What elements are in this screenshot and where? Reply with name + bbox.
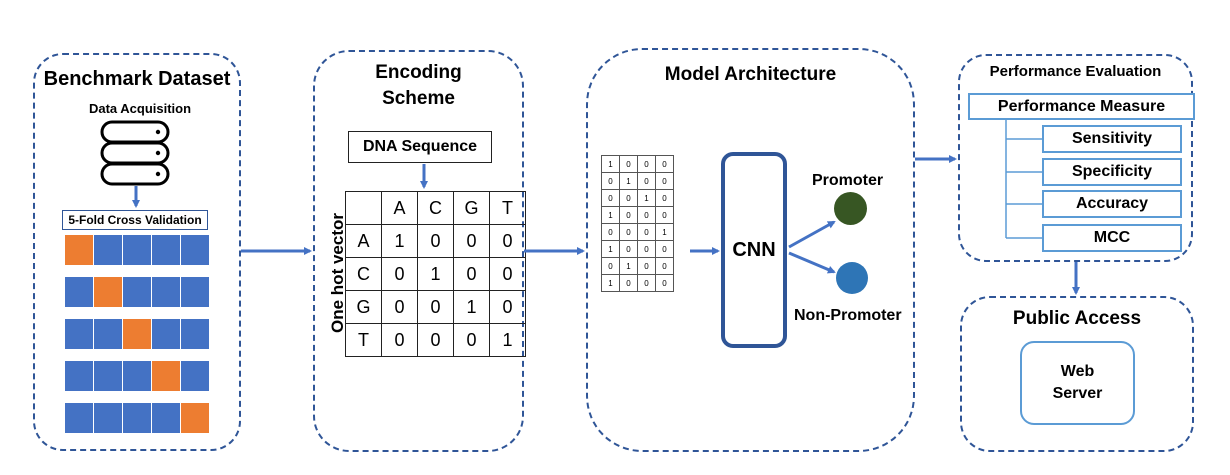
- test-fold-cell: [65, 235, 93, 265]
- benchmark-dataset-panel: [33, 53, 241, 451]
- input-matrix-cell: 0: [655, 189, 674, 207]
- train-fold-cell: [123, 403, 151, 433]
- cross-validation-folds: [65, 235, 209, 435]
- train-fold-cell: [181, 361, 209, 391]
- accuracy-box: Accuracy: [1042, 190, 1182, 218]
- train-fold-cell: [181, 235, 209, 265]
- web-server-box[interactable]: Web Server: [1020, 341, 1135, 425]
- train-fold-cell: [94, 235, 122, 265]
- one-hot-row: A 1 0 0 0: [345, 224, 526, 258]
- train-fold-cell: [152, 319, 180, 349]
- one-hot-header-row: A C G T: [345, 191, 526, 225]
- non-promoter-node: [836, 262, 868, 294]
- test-fold-cell: [94, 277, 122, 307]
- one-hot-header-cell: T: [489, 191, 526, 225]
- train-fold-cell: [65, 319, 93, 349]
- one-hot-row: T 0 0 0 1: [345, 323, 526, 357]
- one-hot-header-cell: A: [381, 191, 418, 225]
- sensitivity-box: Sensitivity: [1042, 125, 1182, 153]
- public-access-title: Public Access: [1012, 308, 1142, 329]
- model-architecture-title: Model Architecture: [664, 64, 837, 85]
- input-matrix-cell: 0: [655, 274, 674, 292]
- train-fold-cell: [152, 403, 180, 433]
- cnn-block: CNN: [721, 152, 787, 348]
- train-fold-cell: [152, 277, 180, 307]
- one-hot-cell: 0: [489, 257, 526, 291]
- one-hot-cell: 1: [489, 323, 526, 357]
- train-fold-cell: [152, 235, 180, 265]
- performance-evaluation-panel: [958, 54, 1193, 262]
- cross-validation-label: 5-Fold Cross Validation: [62, 210, 208, 230]
- train-fold-cell: [181, 319, 209, 349]
- train-fold-cell: [123, 235, 151, 265]
- one-hot-header-cell: G: [453, 191, 490, 225]
- public-access-panel: [960, 296, 1194, 452]
- data-acquisition-label: Data Acquisition: [88, 101, 192, 116]
- one-hot-row: C 0 1 0 0: [345, 257, 526, 291]
- one-hot-cell: 1: [381, 224, 418, 258]
- cnn-label: CNN: [732, 238, 776, 261]
- train-fold-cell: [65, 277, 93, 307]
- input-matrix-cell: 0: [655, 172, 674, 190]
- performance-evaluation-title: Performance Evaluation: [989, 63, 1162, 80]
- one-hot-cell: 0: [417, 323, 454, 357]
- train-fold-cell: [181, 277, 209, 307]
- specificity-box: Specificity: [1042, 158, 1182, 186]
- web-server-label-line2: Server: [1052, 385, 1103, 402]
- encoding-scheme-title-line1: Encoding: [375, 62, 462, 83]
- train-fold-cell: [123, 361, 151, 391]
- dna-sequence-box: DNA Sequence: [348, 131, 492, 163]
- test-fold-cell: [123, 319, 151, 349]
- database-icon: [100, 120, 170, 186]
- encoding-scheme-title-line2: Scheme: [382, 88, 455, 109]
- one-hot-cell: 0: [489, 290, 526, 324]
- train-fold-cell: [123, 277, 151, 307]
- one-hot-cell: 0: [381, 323, 418, 357]
- one-hot-header-cell: C: [417, 191, 454, 225]
- one-hot-cell: 0: [381, 290, 418, 324]
- train-fold-cell: [94, 319, 122, 349]
- model-architecture-panel: [586, 48, 915, 452]
- non-promoter-label: Non-Promoter: [794, 307, 902, 324]
- one-hot-cell: T: [345, 323, 382, 357]
- train-fold-cell: [94, 403, 122, 433]
- one-hot-table: A C G T A 1 0 0 0 C 0 1 0 0 G 0 0 1 0 T …: [345, 191, 526, 357]
- train-fold-cell: [94, 361, 122, 391]
- performance-tree-lines: [1005, 120, 1042, 239]
- mcc-box: MCC: [1042, 224, 1182, 252]
- performance-measure-box: Performance Measure: [968, 93, 1195, 120]
- train-fold-cell: [65, 361, 93, 391]
- promoter-node: [834, 192, 867, 225]
- train-fold-cell: [65, 403, 93, 433]
- one-hot-cell: C: [345, 257, 382, 291]
- test-fold-cell: [181, 403, 209, 433]
- web-server-label-line1: Web: [1060, 363, 1095, 380]
- test-fold-cell: [152, 361, 180, 391]
- arrow-cnn-to-promoter: [788, 220, 836, 249]
- arrow-cnn-to-non-promoter: [788, 251, 836, 274]
- promoter-label: Promoter: [812, 172, 884, 189]
- benchmark-dataset-title: Benchmark Dataset: [43, 68, 231, 90]
